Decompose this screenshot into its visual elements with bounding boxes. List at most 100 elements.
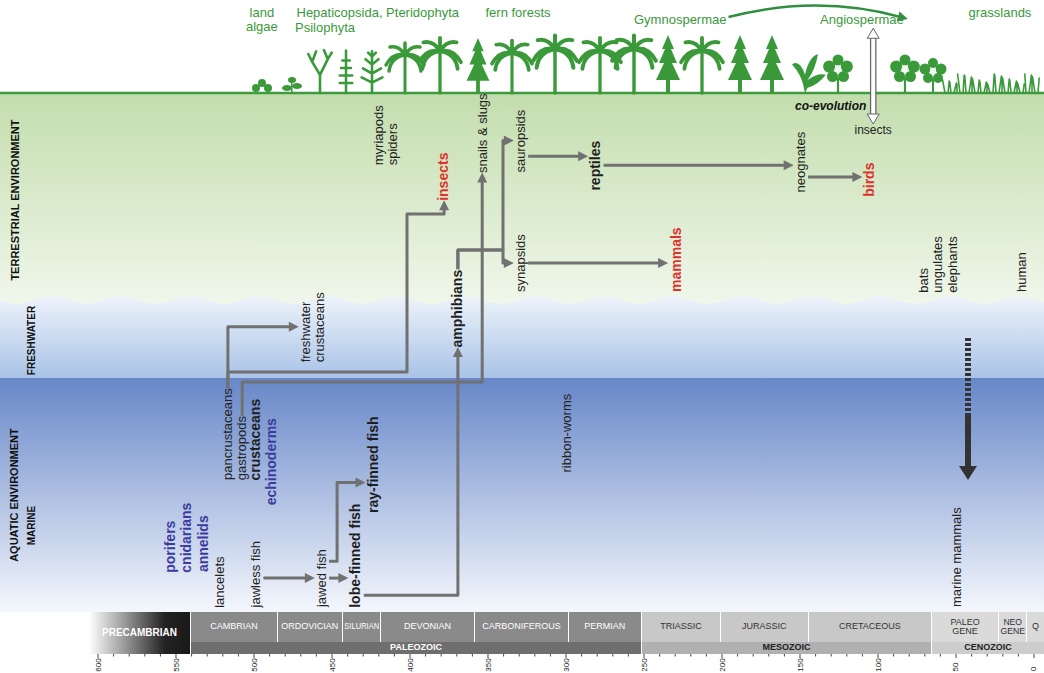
time-tick-label: 150 bbox=[796, 658, 804, 671]
timescale-cell: CENOZOIC bbox=[931, 642, 1044, 654]
tick-mark bbox=[534, 654, 535, 657]
period-name: SILURIAN bbox=[344, 622, 379, 631]
tick-mark bbox=[441, 654, 442, 657]
tick-mark bbox=[581, 654, 582, 657]
plant-illustration bbox=[492, 41, 532, 93]
plant-illustration bbox=[292, 83, 302, 89]
evolution-arrow bbox=[329, 573, 348, 583]
tick-mark bbox=[98, 654, 99, 658]
plant-illustration bbox=[965, 416, 971, 468]
taxon-name: jawless fish bbox=[248, 541, 263, 607]
annotation-label: echinoderms bbox=[263, 418, 278, 505]
time-tick-label: 500 bbox=[250, 658, 258, 671]
annotation-label: MARINE bbox=[26, 505, 37, 544]
taxon-node: synapsids bbox=[514, 234, 528, 292]
annotation-label: marine mammals bbox=[950, 507, 964, 607]
tick-mark bbox=[488, 654, 489, 658]
tick-mark bbox=[846, 654, 847, 657]
evolution-arrow bbox=[364, 347, 463, 595]
connector-line bbox=[364, 353, 458, 595]
tick-mark bbox=[940, 654, 941, 657]
taxon-node: Gymnospermae bbox=[634, 13, 726, 27]
annotation-label: bats ungulates elephants bbox=[917, 236, 960, 292]
tick-mark bbox=[831, 654, 832, 657]
plant-illustration bbox=[264, 84, 272, 92]
connector-line bbox=[458, 250, 508, 269]
timescale-cell: MESOZOIC bbox=[641, 642, 931, 654]
tick-mark bbox=[425, 654, 426, 657]
arrowhead bbox=[578, 151, 588, 161]
plant-illustration bbox=[419, 38, 461, 93]
time-tick-label: 300 bbox=[562, 658, 570, 671]
timescale-cell: PERMIAN bbox=[568, 612, 641, 642]
tick-mark bbox=[207, 654, 208, 657]
timescale-cell: DEVONIAN bbox=[380, 612, 474, 642]
annotation-label: Hepaticopsida, Pteridophyta bbox=[297, 6, 460, 20]
connector-line bbox=[228, 206, 444, 388]
annotation-label: cnidarians bbox=[179, 502, 194, 572]
plant-icons bbox=[252, 35, 1039, 93]
tick-mark bbox=[737, 654, 738, 657]
connector-line bbox=[228, 327, 293, 389]
evolution-arrow bbox=[867, 28, 879, 124]
marine-mammal-arrow bbox=[959, 338, 977, 480]
terrestrial-band bbox=[0, 93, 1044, 313]
time-tick-label: 200 bbox=[718, 658, 726, 671]
annotation-label: ribbon-worms bbox=[560, 393, 574, 472]
arrowhead bbox=[504, 258, 514, 268]
tick-mark bbox=[597, 654, 598, 657]
taxon-node: pancrustaceans bbox=[221, 388, 235, 480]
tick-mark bbox=[113, 654, 114, 657]
timescale-cell: CARBONIFEROUS bbox=[474, 612, 568, 642]
time-tick-label: 100 bbox=[874, 658, 882, 671]
arrowhead bbox=[338, 573, 348, 583]
period-name: ORDOVICIAN bbox=[281, 622, 338, 631]
plant-illustration bbox=[340, 51, 353, 94]
arrowhead bbox=[439, 200, 449, 210]
tick-mark bbox=[768, 654, 769, 657]
tick-mark bbox=[566, 654, 567, 658]
time-ticks bbox=[98, 654, 1034, 658]
tick-mark bbox=[956, 654, 957, 658]
taxon-node: sauropsids bbox=[514, 109, 528, 172]
tick-mark bbox=[191, 654, 192, 657]
tick-mark bbox=[378, 654, 379, 657]
tick-mark bbox=[176, 654, 177, 658]
arrowhead bbox=[477, 172, 487, 182]
plant-illustration bbox=[965, 338, 971, 416]
taxon-name: ray-finned fish bbox=[365, 416, 381, 512]
tick-mark bbox=[285, 654, 286, 657]
tick-mark bbox=[784, 654, 785, 657]
annotation-label: crustaceans bbox=[248, 398, 263, 480]
annotation-label: AQUATIC ENVIRONMENT bbox=[8, 428, 20, 562]
arrowhead bbox=[289, 322, 299, 332]
plant-illustration bbox=[920, 58, 947, 93]
period-name: CENOZOIC bbox=[964, 643, 1012, 652]
taxon-node: Angiospermae bbox=[820, 13, 904, 27]
connector-line bbox=[242, 178, 482, 416]
ground-line bbox=[0, 92, 1044, 95]
plant-illustration bbox=[656, 35, 680, 93]
annotation-label: porifers bbox=[163, 520, 178, 572]
timescale-cell: ORDOVICIAN bbox=[277, 612, 342, 642]
taxon-node: insects bbox=[436, 152, 451, 200]
plant-illustration bbox=[291, 82, 293, 92]
taxon-node: reptiles bbox=[588, 140, 603, 190]
plant-illustration bbox=[282, 85, 292, 91]
timescale-cell: TRIASSIC bbox=[641, 612, 720, 642]
plant-illustration bbox=[612, 36, 656, 94]
tick-mark bbox=[332, 654, 333, 658]
tick-mark bbox=[472, 654, 473, 657]
timescale-cell: PRECAMBRIAN bbox=[88, 612, 190, 654]
arrowhead bbox=[658, 258, 668, 268]
annotation-label: fern forests bbox=[486, 6, 551, 20]
grass-blades bbox=[943, 74, 1040, 93]
period-name: NEO GENE bbox=[1000, 618, 1024, 637]
plant-illustration bbox=[282, 77, 302, 92]
connector-line bbox=[808, 176, 856, 179]
evolution-arrow bbox=[528, 151, 588, 161]
annotation-label: myriapods spiders bbox=[372, 105, 401, 165]
